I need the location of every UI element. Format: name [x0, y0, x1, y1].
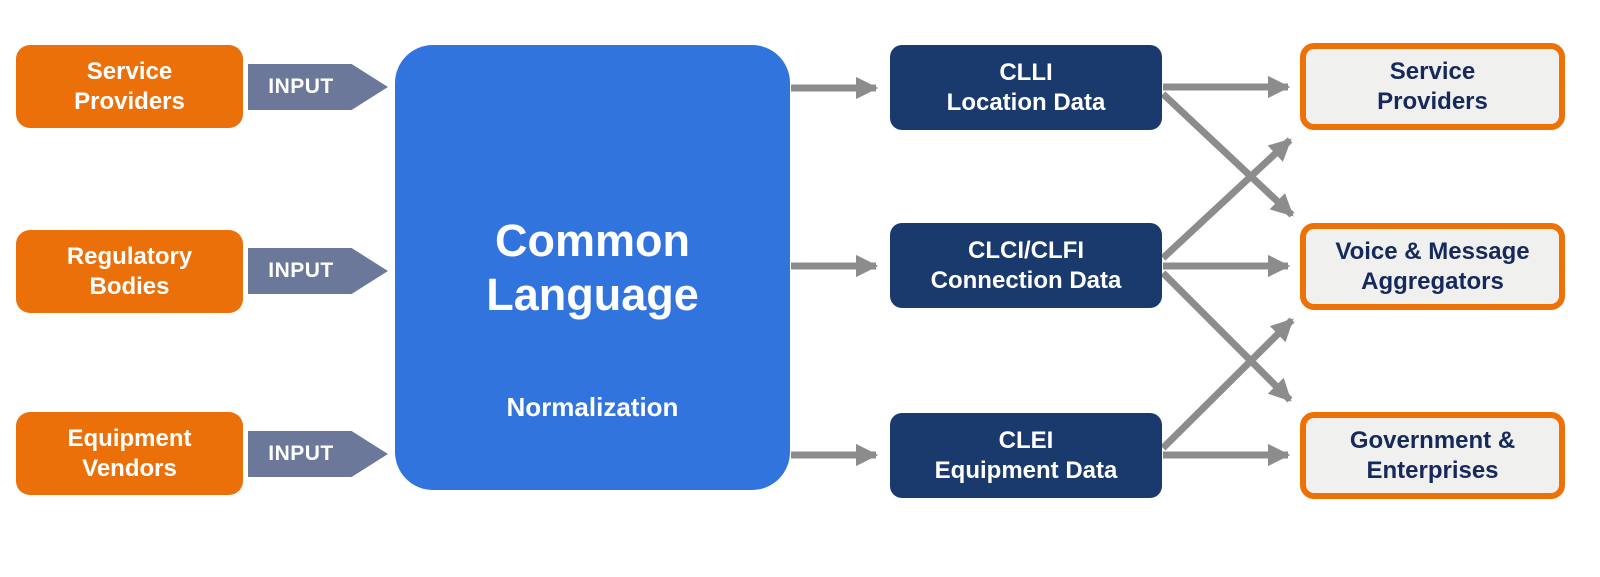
output-box-voice-message-aggregators: Voice & Message Aggregators: [1300, 223, 1565, 310]
source-box-label: Service Providers: [74, 58, 185, 115]
output-box-government-enterprises: Government & Enterprises: [1300, 412, 1565, 499]
output-box-service-providers: Service Providers: [1300, 43, 1565, 130]
hub-common-language: Common Language Normalization: [395, 45, 790, 490]
data-box-clci-clfi: CLCI/CLFI Connection Data: [890, 223, 1162, 308]
source-box-equipment-vendors: Equipment Vendors: [16, 412, 243, 495]
source-box-regulatory-bodies: Regulatory Bodies: [16, 230, 243, 313]
connector-arrow-clei-to-voice-message-aggregators: [1160, 317, 1295, 451]
input-arrow-label: INPUT: [268, 259, 334, 282]
source-box-label: Regulatory Bodies: [66, 243, 193, 300]
hub-title: Common Language: [486, 215, 699, 320]
connector-arrow-clli-to-voice-message-aggregators: [1160, 91, 1295, 218]
output-box-label: Government & Enterprises: [1349, 426, 1516, 484]
data-box-label: CLEI Equipment Data: [934, 426, 1118, 484]
data-box-label: CLCI/CLFI Connection Data: [930, 236, 1122, 294]
connector-arrow-clci-to-government-enterprises: [1160, 270, 1293, 403]
output-box-label: Voice & Message Aggregators: [1335, 237, 1530, 295]
data-box-label: CLLI Location Data: [946, 58, 1106, 116]
connector-arrow-clci-to-service-providers: [1160, 137, 1293, 261]
input-arrow-label: INPUT: [268, 75, 334, 98]
source-box-label: Equipment Vendors: [67, 425, 192, 482]
input-arrow-label: INPUT: [268, 442, 334, 465]
output-box-label: Service Providers: [1377, 57, 1488, 115]
source-box-service-providers: Service Providers: [16, 45, 243, 128]
hub-subtitle: Normalization: [506, 392, 679, 422]
data-box-clli: CLLI Location Data: [890, 45, 1162, 130]
data-box-clei: CLEI Equipment Data: [890, 413, 1162, 498]
